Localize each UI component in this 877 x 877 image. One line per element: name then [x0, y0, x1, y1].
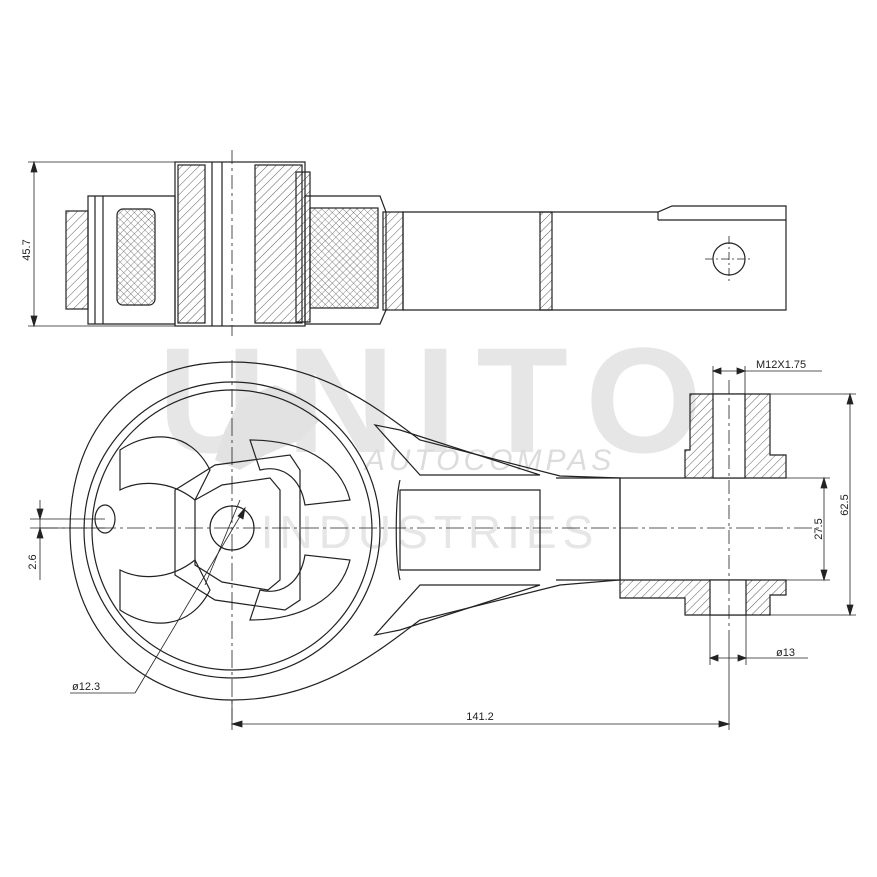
- front-view: [40, 360, 820, 720]
- dim-length-label: 141.2: [466, 711, 494, 723]
- dim-offset-left: [30, 500, 105, 580]
- dim-offset-left-label: 2.6: [27, 554, 39, 569]
- dim-height-side-label: 45.7: [21, 239, 33, 260]
- watermark: UNITO AUTOCOMPAS INDUSTRIES: [158, 316, 702, 558]
- mount-body-outline: [69, 361, 621, 701]
- dim-bore: [70, 506, 246, 694]
- arm-rib-bottom: [373, 584, 541, 636]
- watermark-line1: AUTOCOMPAS: [363, 444, 616, 477]
- dim-height-right-label: 62.5: [839, 494, 851, 515]
- dim-bore-label: ø12.3: [72, 681, 100, 693]
- center-core: [174, 454, 301, 611]
- pocket-right-top: [249, 439, 351, 506]
- clevis-bottom: [619, 579, 787, 616]
- dim-inner-right-label: 27.5: [813, 518, 825, 539]
- dim-height-side: [28, 160, 175, 328]
- pocket-bottom: [119, 559, 211, 624]
- left-sleeve: [65, 210, 89, 310]
- arm-rib-top: [373, 424, 541, 476]
- dim-thread-label: M12X1.75: [756, 359, 806, 371]
- clevis-bore-bottom: [709, 579, 747, 616]
- dim-length: [230, 640, 731, 730]
- dim-hole: [708, 615, 808, 665]
- dim-hole-label: ø13: [776, 647, 795, 659]
- dim-height-right: [770, 392, 856, 617]
- dim-inner-right: [786, 476, 830, 582]
- dim-thread: [711, 366, 822, 394]
- side-view: [65, 150, 787, 336]
- left-bushing-core: [116, 208, 156, 306]
- arm-rib-mid: [399, 489, 541, 571]
- watermark-line2: INDUSTRIES: [261, 506, 600, 558]
- arm-side: [402, 205, 787, 311]
- watermark-logo-icon: [215, 385, 320, 470]
- pocket-top: [119, 436, 211, 501]
- pocket-right-bottom: [249, 554, 351, 621]
